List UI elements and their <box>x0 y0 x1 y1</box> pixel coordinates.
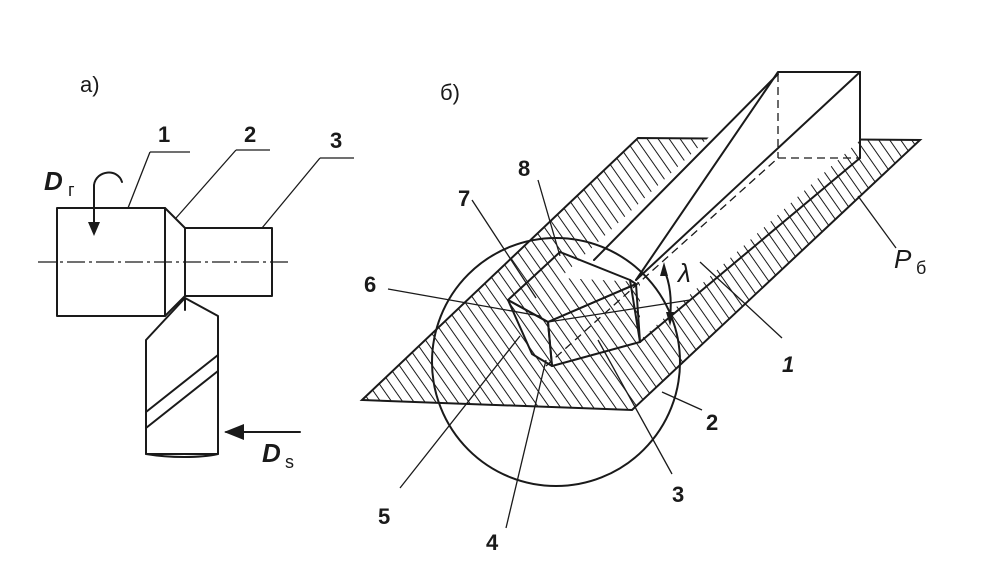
rotation-arrowhead-icon <box>88 222 100 236</box>
callout-1-label: 1 <box>158 122 170 147</box>
angle-label: λ <box>676 258 691 288</box>
callout-2-label: 2 <box>244 122 256 147</box>
rotation-subscript: г <box>68 180 75 200</box>
shank-fill <box>560 72 860 340</box>
tool-shank <box>545 71 861 367</box>
callout-b4-label: 4 <box>486 530 499 555</box>
detail-circle <box>431 237 681 487</box>
plane-leader <box>857 195 897 249</box>
callout-b6-leader <box>387 288 541 317</box>
panel-b: б) <box>359 71 926 555</box>
callout-b7-leader <box>471 199 537 299</box>
panel-a: а) D г D s <box>38 72 354 472</box>
callout-b8-label: 8 <box>518 156 530 181</box>
callout-b3-leader <box>597 339 673 475</box>
tool-insert-line-2 <box>145 370 219 429</box>
turning-tool <box>145 297 219 458</box>
tool-insert-line-1 <box>145 354 219 413</box>
panel-a-title: а) <box>80 72 100 97</box>
callout-2-leader <box>175 149 237 219</box>
feed-subscript: s <box>285 452 294 472</box>
panel-b-callouts: 1 2 3 4 5 6 7 8 <box>364 156 794 555</box>
shank-top-edge <box>635 71 861 281</box>
rotation-motion: D г <box>44 166 123 236</box>
shank-top-left-edge <box>593 73 779 261</box>
callout-b4-leader <box>505 359 547 529</box>
tool-shank-break <box>145 453 219 458</box>
callout-3-leader <box>261 157 321 229</box>
panel-a-callouts: 1 2 3 <box>127 122 354 229</box>
rotation-arrow <box>93 171 123 233</box>
feed-motion: D s <box>224 424 301 472</box>
rotation-label: D <box>44 166 63 196</box>
angle-arrowhead-up-icon <box>660 262 668 276</box>
workpiece <box>38 207 292 317</box>
callout-3-label: 3 <box>330 128 342 153</box>
callout-b5-label: 5 <box>378 504 390 529</box>
callout-b2-leader <box>661 391 703 411</box>
callout-b6-label: 6 <box>364 272 376 297</box>
callout-b1-leader <box>699 261 783 339</box>
plane-label: P <box>894 244 912 274</box>
callout-b2-label: 2 <box>706 410 718 435</box>
feed-label: D <box>262 438 281 468</box>
callout-b3-label: 3 <box>672 482 684 507</box>
tool-body <box>145 297 219 455</box>
head-right-edge <box>629 279 641 343</box>
callout-b7-label: 7 <box>458 186 470 211</box>
callout-1-leader <box>127 151 151 209</box>
callout-b8-leader <box>537 179 561 257</box>
inclination-angle: λ <box>547 258 691 326</box>
callout-b5-leader <box>399 335 521 489</box>
panel-b-title: б) <box>440 80 460 105</box>
angle-reference-line <box>547 299 691 323</box>
callout-b1-label: 1 <box>782 352 794 377</box>
shank-bottom-edge <box>639 157 861 343</box>
angle-arrowhead-down-icon <box>666 312 674 326</box>
plane-subscript: б <box>916 258 926 278</box>
shank-top-right-edge <box>635 71 861 281</box>
